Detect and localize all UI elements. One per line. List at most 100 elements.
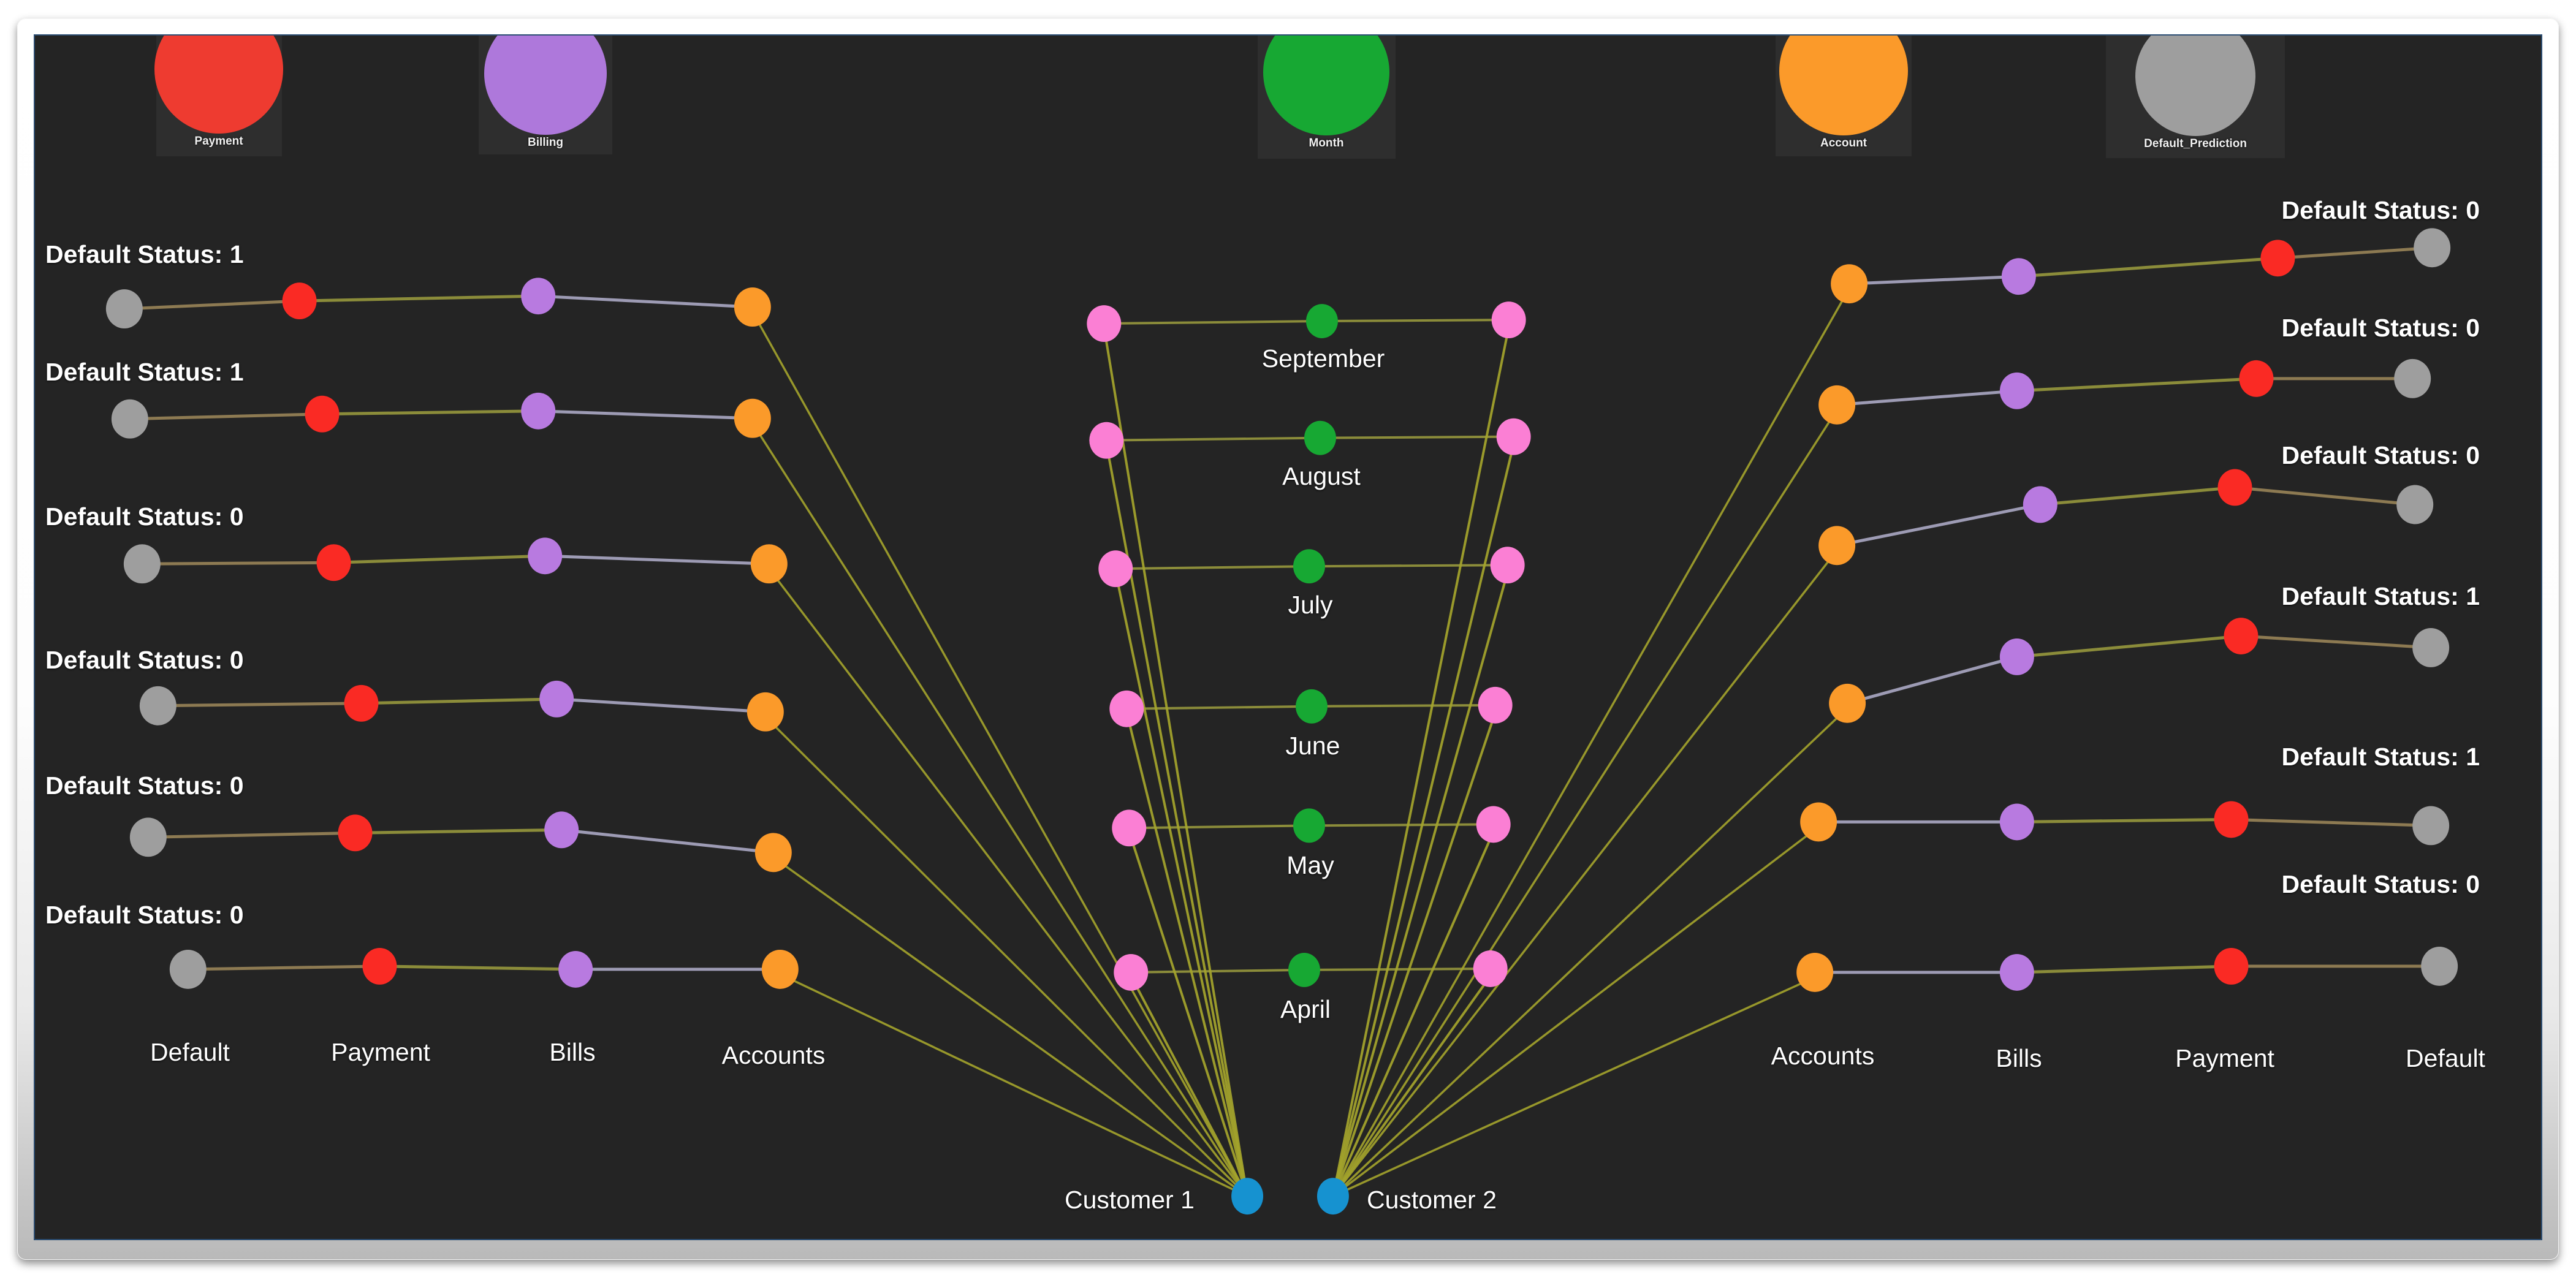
legend-card-payment[interactable]: Payment: [154, 36, 283, 156]
left-node-default-row2[interactable]: [123, 544, 161, 584]
legend-card-account[interactable]: Account: [1776, 36, 1912, 156]
left-node-payment-row4[interactable]: [338, 814, 373, 852]
legend-card-default_prediction[interactable]: Default_Prediction: [2106, 36, 2285, 158]
left-node-bills-row4[interactable]: [544, 811, 579, 849]
graph-edge-left-row5: [379, 964, 576, 971]
graph-edge-c1-month0: [1103, 327, 1249, 1197]
center-pink-node-left-1[interactable]: [1089, 422, 1124, 459]
graph-edge-right-row0: [2018, 256, 2278, 278]
graph-edge-right-row3: [2241, 634, 2431, 650]
left-node-payment-row3[interactable]: [344, 684, 379, 722]
right-node-default-row5[interactable]: [2421, 946, 2458, 986]
graph-edge-c1-accounts4: [772, 856, 1248, 1197]
graph-edge-left-row3: [557, 697, 766, 714]
left-node-accounts-row2[interactable]: [750, 544, 788, 584]
graph-edge-c1-accounts3: [764, 716, 1248, 1197]
right-node-bills-row0[interactable]: [2001, 258, 2036, 295]
center-month-node-3[interactable]: [1295, 689, 1328, 724]
center-month-node-2[interactable]: [1293, 549, 1325, 584]
center-month-node-0[interactable]: [1305, 304, 1338, 338]
right-node-default-row4[interactable]: [2412, 806, 2450, 846]
left-node-payment-row0[interactable]: [282, 282, 317, 320]
left-node-default-row5[interactable]: [169, 949, 207, 989]
center-pink-node-left-0[interactable]: [1087, 305, 1122, 342]
right-status-label-row1: Default Status: 0: [2281, 314, 2480, 342]
left-node-accounts-row5[interactable]: [761, 949, 799, 989]
left-node-default-row4[interactable]: [129, 817, 167, 857]
right-node-payment-row3[interactable]: [2224, 618, 2259, 654]
graph-edge-month-left2: [1115, 565, 1309, 570]
graph-edge-left-row4: [355, 828, 562, 835]
customer-node-1[interactable]: [1231, 1178, 1264, 1215]
graph-canvas[interactable]: Default Status: 1 Default Status: 1 Defaul…: [34, 34, 2542, 1240]
legend-label-account: Account: [1820, 137, 1867, 150]
right-node-default-row3[interactable]: [2412, 628, 2450, 667]
left-node-bills-row0[interactable]: [521, 278, 556, 315]
legend-card-billing[interactable]: Billing: [479, 36, 612, 154]
left-node-default-row0[interactable]: [105, 289, 143, 329]
right-node-payment-row0[interactable]: [2260, 240, 2295, 277]
customer-label-2: Customer 2: [1367, 1186, 1497, 1214]
right-node-bills-row5[interactable]: [1999, 953, 2034, 991]
right-node-bills-row1[interactable]: [1999, 372, 2034, 409]
center-pink-node-left-5[interactable]: [1114, 953, 1149, 991]
graph-edge-c2-accounts2: [1332, 550, 1838, 1197]
right-node-accounts-row1[interactable]: [1818, 385, 1856, 425]
right-node-payment-row4[interactable]: [2214, 801, 2249, 838]
left-node-bills-row1[interactable]: [521, 392, 556, 430]
right-node-bills-row3[interactable]: [1999, 638, 2034, 675]
right-node-accounts-row0[interactable]: [1831, 264, 1868, 304]
center-pink-node-left-2[interactable]: [1098, 550, 1133, 588]
left-node-accounts-row3[interactable]: [747, 692, 784, 732]
left-node-bills-row2[interactable]: [528, 537, 563, 575]
right-node-default-row1[interactable]: [2394, 358, 2431, 398]
center-pink-node-right-1[interactable]: [1496, 418, 1531, 455]
graph-edge-left-row1: [322, 409, 539, 416]
customer-node-2[interactable]: [1316, 1178, 1349, 1215]
right-node-bills-row4[interactable]: [1999, 803, 2034, 841]
left-node-default-row1[interactable]: [111, 399, 148, 439]
center-pink-node-left-3[interactable]: [1109, 690, 1144, 727]
right-node-bills-row2[interactable]: [2023, 486, 2057, 523]
center-month-node-4[interactable]: [1293, 808, 1325, 843]
center-pink-node-right-4[interactable]: [1476, 806, 1511, 843]
center-month-node-5[interactable]: [1288, 952, 1320, 987]
center-pink-node-right-2[interactable]: [1490, 547, 1525, 584]
left-status-label-row3: Default Status: 0: [45, 646, 244, 674]
center-pink-node-right-3[interactable]: [1478, 686, 1513, 724]
right-column-label-accounts: Accounts: [1771, 1042, 1875, 1070]
right-node-default-row0[interactable]: [2414, 228, 2451, 268]
left-column-label-accounts: Accounts: [721, 1041, 826, 1069]
right-node-accounts-row2[interactable]: [1818, 526, 1856, 566]
graph-edge-c2-accounts4: [1332, 825, 1820, 1197]
left-node-payment-row1[interactable]: [305, 395, 340, 433]
right-node-payment-row5[interactable]: [2214, 947, 2249, 985]
left-node-default-row3[interactable]: [139, 686, 177, 725]
left-node-payment-row5[interactable]: [362, 947, 397, 985]
graph-edge-month-left5: [1131, 968, 1305, 974]
graph-edge-c1-month2: [1114, 572, 1249, 1197]
left-node-payment-row2[interactable]: [316, 544, 351, 581]
left-status-label-row1: Default Status: 1: [45, 358, 244, 386]
right-node-accounts-row3[interactable]: [1829, 683, 1866, 723]
center-pink-node-left-4[interactable]: [1112, 809, 1147, 847]
left-node-accounts-row1[interactable]: [734, 398, 771, 438]
left-node-accounts-row4[interactable]: [754, 833, 792, 873]
left-status-label-row0: Default Status: 1: [45, 240, 244, 268]
legend-label-month: Month: [1309, 137, 1344, 150]
center-pink-node-right-5[interactable]: [1473, 950, 1508, 987]
graph-edge-right-row2: [2235, 486, 2415, 506]
left-node-bills-row3[interactable]: [539, 680, 574, 718]
right-node-payment-row1[interactable]: [2239, 360, 2274, 397]
graph-edge-right-row3: [2016, 634, 2241, 659]
right-node-default-row2[interactable]: [2396, 485, 2434, 525]
left-node-bills-row5[interactable]: [558, 950, 593, 988]
center-month-node-1[interactable]: [1304, 420, 1336, 455]
right-node-accounts-row4[interactable]: [1800, 802, 1837, 842]
center-pink-node-right-0[interactable]: [1491, 301, 1526, 338]
right-node-payment-row2[interactable]: [2217, 469, 2252, 506]
legend-card-month[interactable]: Month: [1257, 36, 1396, 159]
left-node-accounts-row0[interactable]: [734, 287, 771, 327]
right-node-accounts-row5[interactable]: [1796, 952, 1834, 992]
legend-label-default_prediction: Default_Prediction: [2144, 137, 2247, 150]
